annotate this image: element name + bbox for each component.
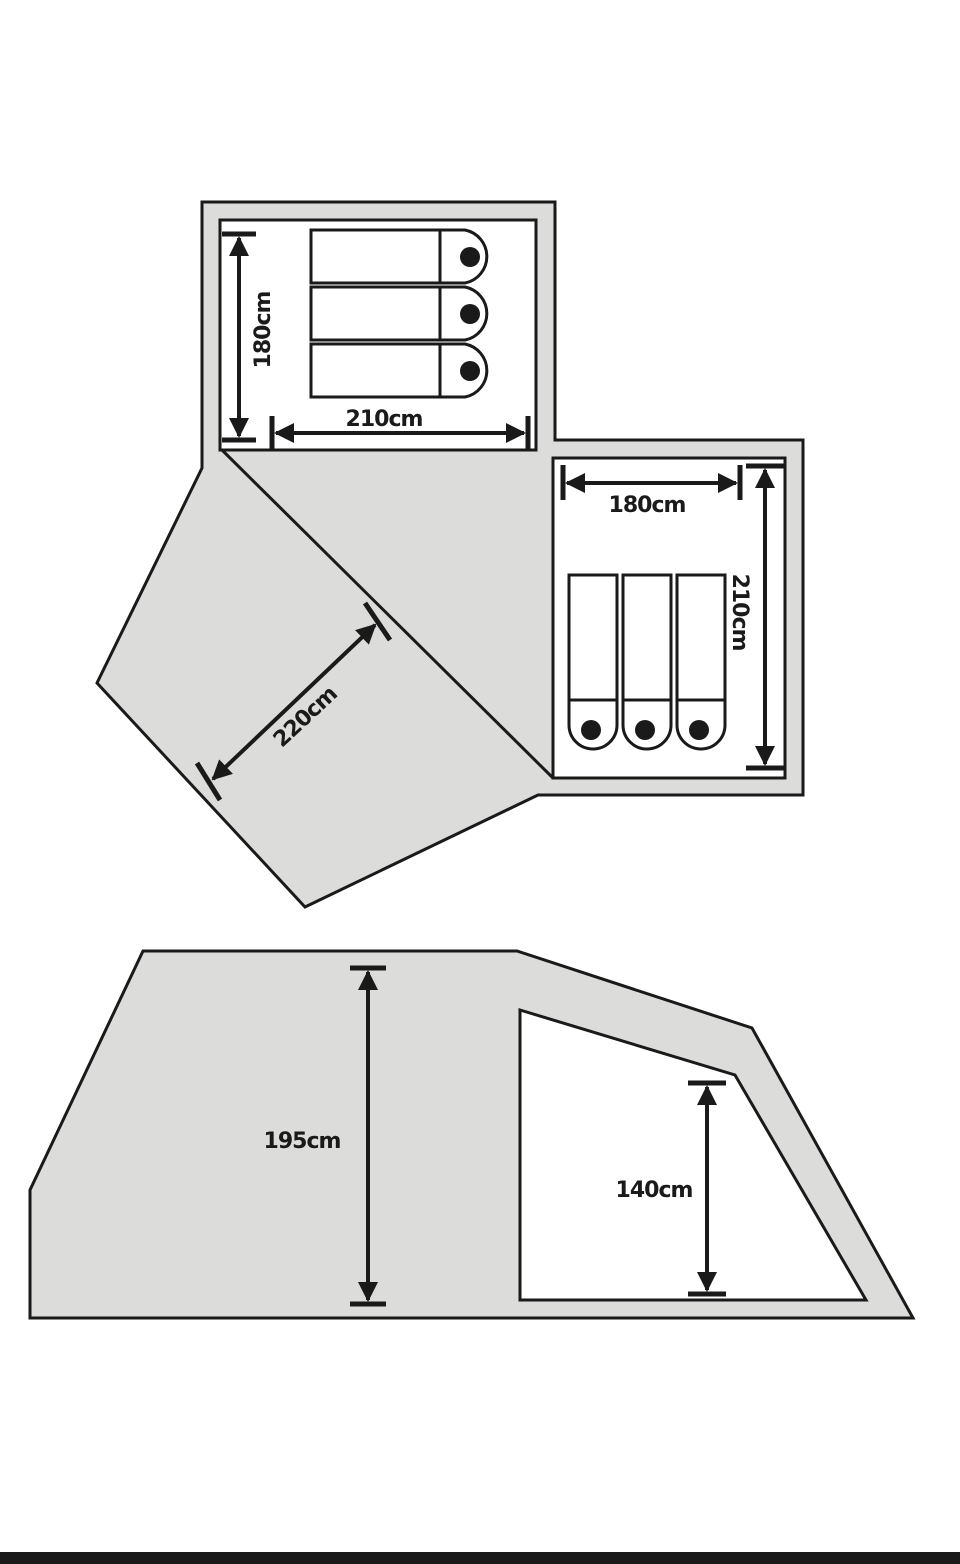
sleeping-bag (675, 573, 727, 751)
bedroom-right-depth-dimension: 210cm (727, 463, 784, 771)
bedroom-right-sleeping-bags (567, 573, 727, 751)
bedroom-top-depth-label: 180cm (251, 291, 276, 368)
sleeping-bag (621, 573, 673, 751)
bedroom-height-dimension: 140cm (616, 1080, 726, 1297)
side-view-bedroom-section (518, 1007, 869, 1302)
bedroom-top-depth-dimension: 180cm (222, 231, 276, 443)
floor-plan: 180cm 210cm (95, 200, 805, 909)
sleeping-bag (309, 285, 489, 342)
bottom-edge-bar (0, 1552, 960, 1564)
living-area-wall (220, 448, 555, 780)
bedroom-right-width-dimension: 180cm (560, 465, 743, 518)
sleeping-bag (309, 228, 489, 285)
bedroom-top-sleeping-bags (309, 228, 489, 399)
bedroom-right-width-label: 180cm (609, 493, 686, 518)
sleeping-bag (309, 342, 489, 399)
peak-height-dimension: 195cm (264, 965, 386, 1307)
bedroom-top-width-label: 210cm (346, 407, 423, 432)
bedroom-height-label: 140cm (616, 1178, 693, 1203)
bedroom-top-width-dimension: 210cm (269, 407, 531, 450)
side-view: 195cm 140cm (28, 949, 916, 1320)
bedroom-right-depth-label: 210cm (727, 574, 752, 651)
peak-height-label: 195cm (264, 1129, 341, 1154)
sleeping-bag (567, 573, 619, 751)
